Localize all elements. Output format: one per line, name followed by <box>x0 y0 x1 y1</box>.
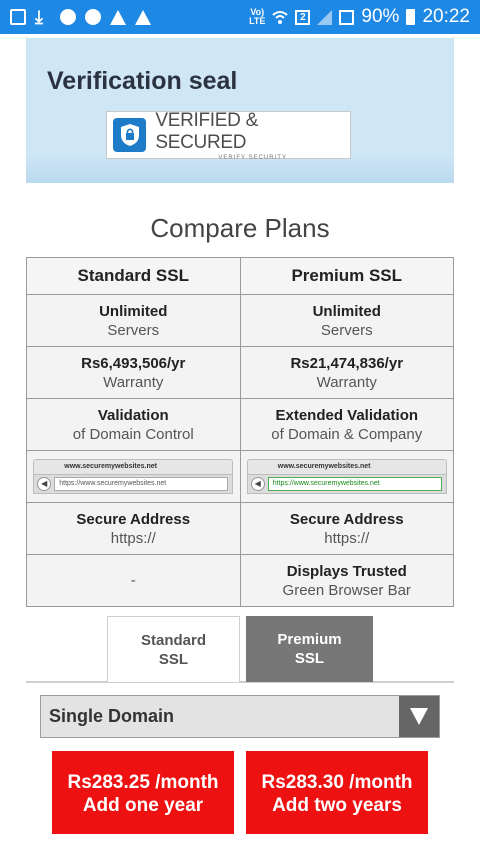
back-arrow-icon: ◀ <box>250 476 265 491</box>
signal-box-icon <box>339 9 355 25</box>
alert-icon <box>110 9 126 25</box>
sim-indicator: 2 <box>295 9 311 25</box>
battery-percent: 90% <box>361 6 400 27</box>
lte-indicator: Vo)LTE <box>249 7 266 26</box>
chevron-down-icon[interactable] <box>399 696 439 737</box>
signal-icon <box>317 9 333 25</box>
add-two-years-button[interactable]: Rs283.30 /month Add two years <box>246 751 428 834</box>
badge-sub-text: VERIFY SECURITY <box>218 154 287 161</box>
premium-browser-preview: www.securemywebsites.net ◀ https://www.s… <box>239 450 454 503</box>
verification-seal-panel: Verification seal VERIFIED & SECURED VER… <box>26 38 454 183</box>
badge-main-text: VERIFIED & SECURED <box>155 109 258 153</box>
table-header-row: Standard SSL Premium SSL <box>26 257 454 295</box>
wifi-icon <box>272 9 289 25</box>
table-cell: - <box>26 554 241 607</box>
header-standard-ssl: Standard SSL <box>26 257 241 295</box>
green-address-bar: https://www.securemywebsites.net <box>267 476 442 491</box>
maps-icon <box>60 9 76 25</box>
verified-secured-badge[interactable]: VERIFIED & SECURED VERIFY SECURITY <box>106 109 351 161</box>
compare-plans-heading: Compare Plans <box>150 213 330 243</box>
gallery-icon <box>10 9 26 25</box>
seal-title: Verification seal <box>47 67 238 95</box>
standard-browser-preview: www.securemywebsites.net ◀ https://www.s… <box>26 450 241 503</box>
domain-type-select[interactable]: Single Domain <box>40 695 440 738</box>
battery-icon <box>406 9 416 25</box>
alert-icon <box>135 9 151 25</box>
lock-shield-icon <box>113 118 147 152</box>
back-arrow-icon: ◀ <box>37 476 52 491</box>
browser-tab: www.securemywebsites.net <box>33 458 234 474</box>
browser-tab: www.securemywebsites.net <box>246 458 447 474</box>
download-icon: ⤓ <box>35 7 43 27</box>
clock: 20:22 <box>422 6 470 27</box>
header-premium-ssl: Premium SSL <box>239 257 454 295</box>
select-value: Single Domain <box>49 706 175 726</box>
address-bar: https://www.securemywebsites.net <box>54 476 229 491</box>
browser-preview-row: www.securemywebsites.net ◀ https://www.s… <box>26 450 454 503</box>
tabs-divider <box>26 681 454 683</box>
status-bar: ⤓ Vo)LTE 2 90% 20:22 <box>0 0 480 34</box>
phone-icon <box>85 9 101 25</box>
add-one-year-button[interactable]: Rs283.25 /month Add one year <box>52 751 234 834</box>
